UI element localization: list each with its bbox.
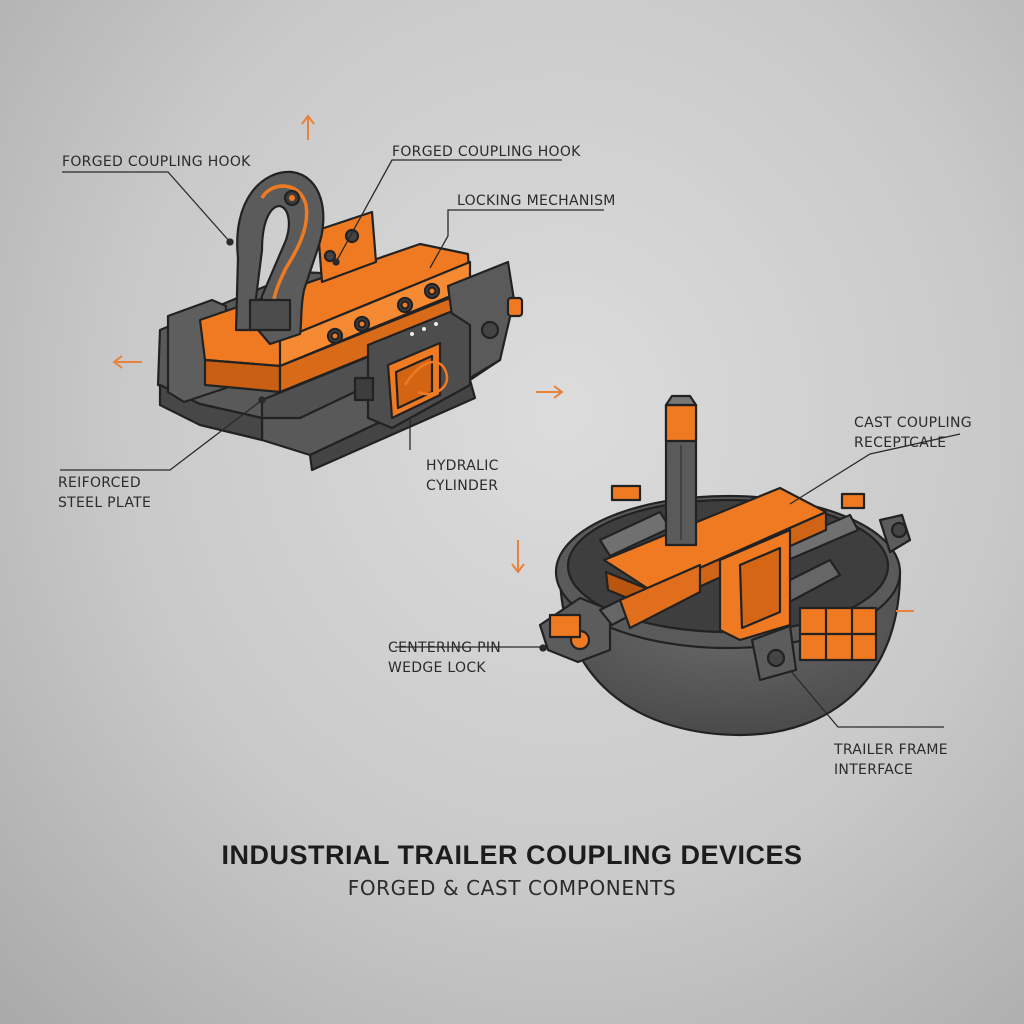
arrow-up-icon: [301, 114, 315, 140]
label-forged-coupling-hook-left: FORGED COUPLING HOOK: [62, 154, 251, 170]
page-title: INDUSTRIAL TRAILER COUPLING DEVICES: [221, 840, 803, 870]
label-locking-mechanism: LOCKING MECHANISM: [457, 193, 616, 209]
leader-lines: [60, 159, 961, 728]
forged-coupling-device: [156, 170, 524, 472]
arrow-down-icon: [511, 540, 525, 574]
label-hydraulic-cylinder: HYDRALIC CYLINDER: [426, 458, 499, 494]
direction-arrows: [112, 114, 914, 612]
label-reinforced-steel-plate: REIFORCED STEEL PLATE: [58, 475, 152, 511]
label-centering-pin-wedge-lock: CENTERING PIN WEDGE LOCK: [388, 640, 502, 676]
arrow-right-icon: [536, 385, 564, 399]
cast-coupling-device: [538, 394, 912, 737]
label-trailer-frame-interface: TRAILER FRAME INTERFACE: [834, 742, 948, 778]
label-forged-coupling-hook-top: FORGED COUPLING HOOK: [392, 144, 581, 160]
arrow-left-icon: [112, 355, 142, 369]
label-cast-coupling-receptacle: CAST COUPLING RECEPTCALE: [854, 415, 972, 451]
forged-coupling-hook: [234, 170, 325, 346]
page-subtitle: FORGED & CAST COMPONENTS: [347, 876, 677, 900]
